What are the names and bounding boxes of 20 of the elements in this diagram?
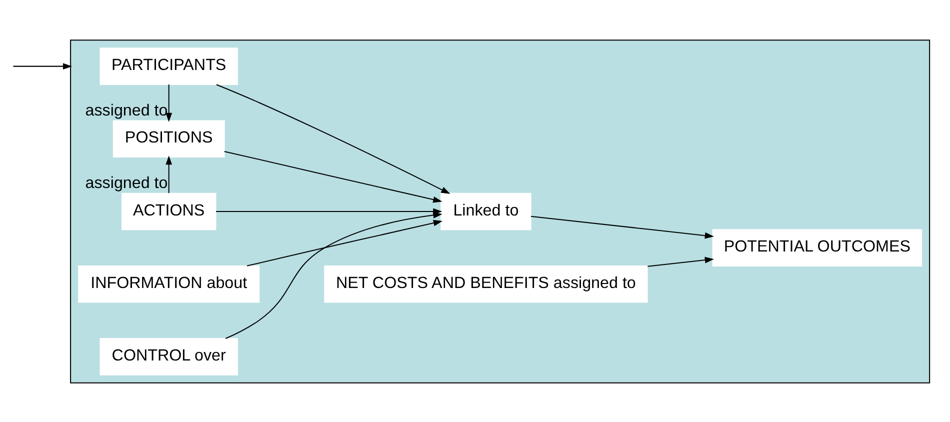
arrow	[13, 62, 72, 69]
node-box: Linked to	[440, 192, 532, 230]
edge-label: assigned to	[85, 174, 168, 192]
node-box: POSITIONS	[112, 120, 225, 158]
arrow	[225, 212, 442, 338]
arrow	[166, 84, 172, 122]
arrow	[224, 150, 442, 202]
arrow	[648, 256, 714, 266]
arrow	[166, 155, 172, 193]
node-box: INFORMATION about	[78, 264, 260, 302]
node-box: CONTROL over	[100, 338, 238, 375]
arrow	[216, 84, 450, 194]
node-box: PARTICIPANTS	[100, 47, 238, 84]
edge-label: assigned to	[85, 100, 168, 119]
node-box: ACTIONS	[121, 192, 216, 230]
node-box: POTENTIAL OUTCOMES	[712, 228, 922, 266]
node-box: NET COSTS AND BENEFITS assigned to	[324, 264, 648, 302]
cluster	[70, 39, 930, 383]
arrow	[530, 215, 714, 238]
arrow	[246, 219, 443, 266]
